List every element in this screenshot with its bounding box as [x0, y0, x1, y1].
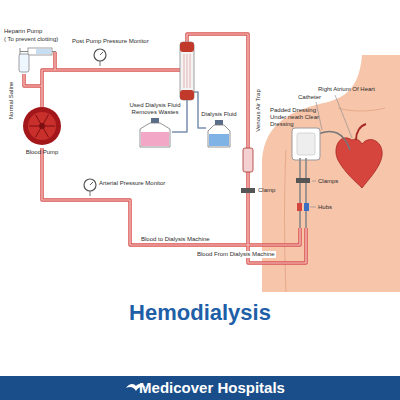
part-label: Padded Dressing Under neath Clear Dressi…	[270, 107, 320, 128]
part-label: Venous Air Trap	[255, 88, 262, 132]
pump-circle	[22, 106, 62, 146]
footer-bar	[0, 376, 400, 400]
node-label: Used Dialysis Fluid Removes Wastes	[126, 102, 184, 116]
part-label: Right Atrium Of Heart	[318, 86, 375, 93]
part-label: Blood to Dialysis Machine	[140, 236, 211, 243]
part-label: Post Pump Pressure Monitor	[72, 38, 149, 45]
brand-name: Medicover Hospitals	[139, 379, 285, 396]
dialyzer	[180, 42, 194, 100]
saline-bag	[19, 54, 29, 72]
part-label: Heparin Pump	[4, 28, 42, 35]
pressure-gauge	[84, 49, 106, 196]
part-label: Clamp	[258, 187, 275, 194]
part-label: Normal Saline	[9, 80, 16, 120]
part-label: Catheter	[298, 94, 321, 101]
part-label: ( To prevent clotting)	[4, 36, 58, 43]
heart	[336, 124, 382, 188]
venous-air-trap	[241, 148, 255, 193]
blood-pump: Blood Pump	[22, 106, 62, 146]
node-label: Dialysis Fluid	[201, 111, 236, 118]
node-label: Blood Pump	[17, 149, 67, 156]
fluid-jug: Dialysis Fluid	[206, 120, 232, 148]
patient-body	[262, 55, 400, 292]
jug-shape	[206, 120, 232, 148]
part-label: Blood From Dialysis Machine	[196, 251, 276, 258]
diagram-title: Hemodialysis	[0, 300, 400, 326]
jug-shape	[138, 118, 172, 148]
part-label: Hubs	[318, 204, 332, 211]
blood-tubing	[24, 34, 306, 263]
part-label: Arterial Pressure Monitor	[99, 180, 165, 187]
part-label: Clamps	[318, 178, 338, 185]
fluid-jug: Used Dialysis Fluid Removes Wastes	[138, 118, 172, 148]
